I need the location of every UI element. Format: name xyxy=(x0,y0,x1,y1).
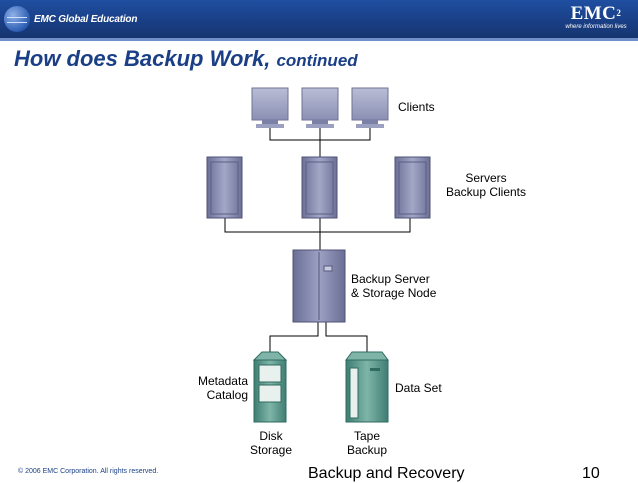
disk-storage xyxy=(252,351,288,423)
server-tower-1 xyxy=(206,156,243,219)
backup-server-label: Backup Server & Storage Node xyxy=(351,272,436,300)
disk-label-line1: Disk xyxy=(259,429,283,443)
emc-logo: EMC2 where information lives xyxy=(560,4,632,34)
backup-server-label-line2: & Storage Node xyxy=(351,286,437,300)
connector-lines xyxy=(224,126,411,352)
left-logo-text: EMC Global Education xyxy=(34,13,138,25)
servers-label-line2: Backup Clients xyxy=(445,185,527,199)
emc-brand: EMC xyxy=(570,3,617,24)
tape-backup xyxy=(345,351,389,423)
footer-course-title: Backup and Recovery xyxy=(308,465,465,482)
tape-backup-label: Tape Backup xyxy=(332,429,402,457)
metadata-label-line1: Metadata xyxy=(197,374,248,388)
footer-copyright: © 2006 EMC Corporation. All rights reser… xyxy=(18,468,159,475)
header-bar: EMC Global Education EMC2 where informat… xyxy=(0,0,638,41)
slide-title-suffix: continued xyxy=(276,51,358,70)
servers-label-line1: Servers xyxy=(465,171,507,185)
slide-title-main: How does Backup Work, xyxy=(14,46,271,71)
globe-icon xyxy=(4,6,30,32)
server-tower-2 xyxy=(301,156,338,219)
client-monitor-3 xyxy=(351,87,389,128)
client-monitor-1 xyxy=(251,87,289,128)
metadata-catalog-label: Metadata Catalog xyxy=(182,374,248,402)
clients-label: Clients xyxy=(398,100,435,114)
backup-server xyxy=(292,249,346,323)
client-monitor-2 xyxy=(301,87,339,128)
emc-brand-super: 2 xyxy=(616,8,622,18)
slide-title: How does Backup Work, continued xyxy=(14,46,358,72)
backup-server-label-line1: Backup Server xyxy=(351,272,430,286)
footer-page-number: 10 xyxy=(582,465,600,482)
emc-tagline: where information lives xyxy=(565,24,627,30)
server-tower-3 xyxy=(394,156,431,219)
disk-label-line2: Storage xyxy=(249,443,293,457)
data-set-label: Data Set xyxy=(395,381,442,395)
emc-global-education-logo: EMC Global Education xyxy=(4,3,137,35)
disk-storage-label: Disk Storage xyxy=(236,429,306,457)
tape-label-line1: Tape xyxy=(353,429,381,443)
header-stripe xyxy=(0,38,638,41)
metadata-label-line2: Catalog xyxy=(206,388,248,402)
servers-label: Servers Backup Clients xyxy=(438,171,534,199)
tape-label-line2: Backup xyxy=(346,443,388,457)
